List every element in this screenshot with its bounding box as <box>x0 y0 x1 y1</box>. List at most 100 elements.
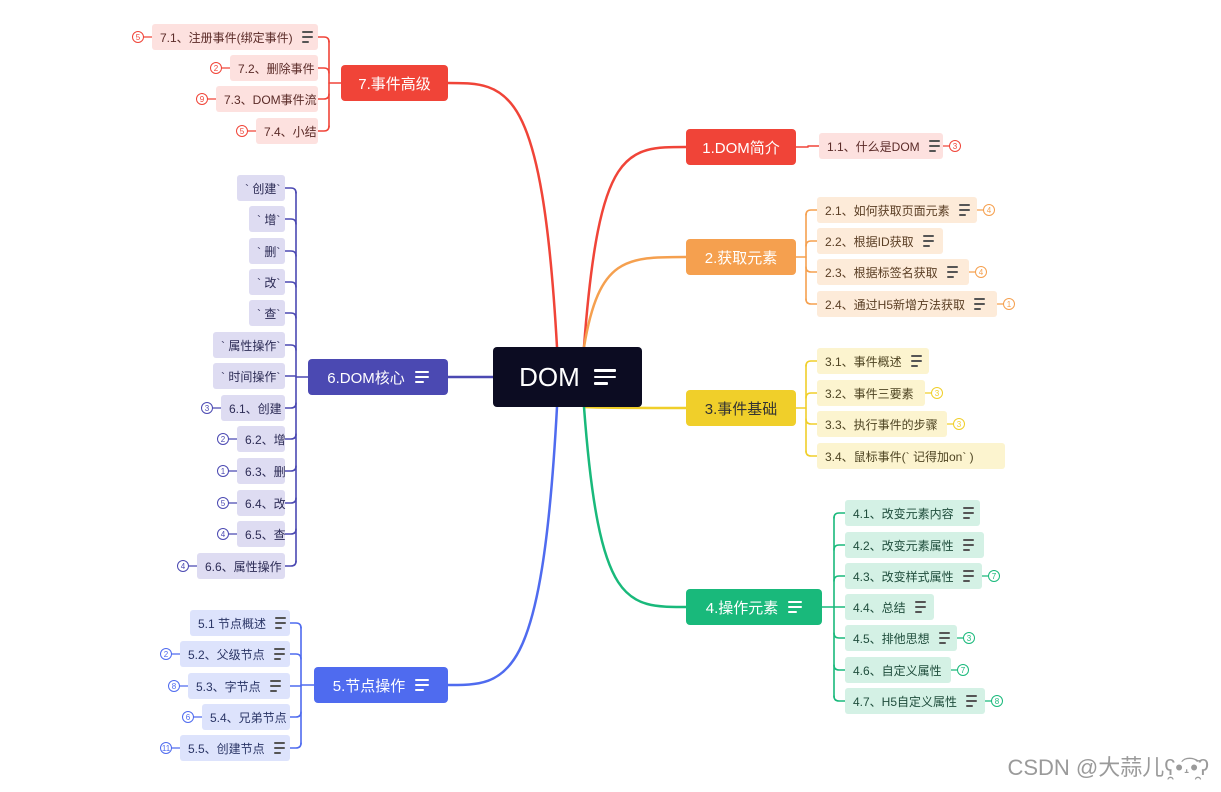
leaf-label: ` 创建` <box>245 181 281 196</box>
count-badge[interactable]: 2 <box>160 648 172 660</box>
connector-line <box>284 528 297 535</box>
count-badge[interactable]: 1 <box>217 465 229 477</box>
leaf-label: 3.4、鼠标事件(` 记得加on` ) <box>825 449 974 464</box>
branch-label: 5.节点操作 <box>332 677 406 695</box>
leaf-node[interactable]: ` 创建` <box>237 175 285 201</box>
connector-line <box>582 255 688 349</box>
count-badge[interactable]: 4 <box>217 528 229 540</box>
count-badge[interactable]: 8 <box>991 695 1003 707</box>
branch-node-b5[interactable]: 5.节点操作 <box>314 667 448 703</box>
count-badge[interactable]: 4 <box>177 560 189 572</box>
connector-line <box>805 450 818 457</box>
leaf-node[interactable]: 7.2、删除事件 <box>230 55 318 81</box>
leaf-node[interactable]: 7.1、注册事件(绑定事件) <box>152 24 318 50</box>
connector-line <box>833 632 846 639</box>
leaf-node[interactable]: 4.3、改变样式属性 <box>845 563 982 589</box>
leaf-node[interactable]: 3.3、执行事件的步骤 <box>817 411 947 437</box>
leaf-node[interactable]: 4.6、自定义属性 <box>845 657 951 683</box>
leaf-label: 2.2、根据ID获取 <box>825 234 914 249</box>
count-badge[interactable]: 8 <box>168 680 180 692</box>
leaf-node[interactable]: 5.1 节点概述 <box>190 610 290 636</box>
count-badge[interactable]: 5 <box>236 125 248 137</box>
leaf-label: ` 查` <box>257 306 281 321</box>
leaf-node[interactable]: 4.4、总结 <box>845 594 934 620</box>
leaf-node[interactable]: 6.4、改 <box>237 490 286 516</box>
leaf-node[interactable]: 1.1、什么是DOM <box>819 133 943 159</box>
leaf-node[interactable]: 2.1、如何获取页面元素 <box>817 197 977 223</box>
leaf-node[interactable]: 5.5、创建节点 <box>180 735 290 761</box>
count-badge[interactable]: 4 <box>983 204 995 216</box>
count-badge[interactable]: 2 <box>217 433 229 445</box>
count-badge[interactable]: 3 <box>953 418 965 430</box>
branch-node-b6[interactable]: 6.DOM核心 <box>308 359 448 395</box>
leaf-node[interactable]: 6.1、创建 <box>221 395 285 421</box>
leaf-node[interactable]: 4.5、排他思想 <box>845 625 957 651</box>
leaf-node[interactable]: 6.5、查 <box>237 521 286 547</box>
count-badge[interactable]: 7 <box>988 570 1000 582</box>
connector-line <box>582 145 688 349</box>
count-badge[interactable]: 6 <box>182 711 194 723</box>
connector-line <box>289 742 302 749</box>
leaf-node[interactable]: 3.1、事件概述 <box>817 348 929 374</box>
leaf-node[interactable]: 6.6、属性操作 <box>197 553 285 579</box>
leaf-label: 3.1、事件概述 <box>825 354 902 369</box>
count-badge[interactable]: 5 <box>132 31 144 43</box>
leaf-node[interactable]: 3.4、鼠标事件(` 记得加on` ) <box>817 443 1005 469</box>
leaf-node[interactable]: 6.3、删 <box>237 458 286 484</box>
leaf-node[interactable]: ` 删` <box>249 238 285 264</box>
note-icon <box>275 617 287 629</box>
leaf-label: 4.4、总结 <box>853 600 906 615</box>
note-icon <box>415 679 430 691</box>
count-badge[interactable]: 11 <box>160 742 172 754</box>
connector-line <box>284 497 297 504</box>
watermark: CSDN @大蒜儿ʕ̯•͡˔•̯᷅ʔ <box>1007 755 1209 780</box>
count-badge[interactable]: 7 <box>957 664 969 676</box>
leaf-node[interactable]: 2.3、根据标签名获取 <box>817 259 969 285</box>
leaf-node[interactable]: ` 查` <box>249 300 285 326</box>
leaf-node[interactable]: ` 属性操作` <box>213 332 285 358</box>
branch-node-b7[interactable]: 7.事件高级 <box>341 65 448 101</box>
leaf-node[interactable]: ` 增` <box>249 206 285 232</box>
count-badge[interactable]: 3 <box>201 402 213 414</box>
count-badge[interactable]: 5 <box>217 497 229 509</box>
leaf-label: 3.3、执行事件的步骤 <box>825 417 938 432</box>
note-icon <box>946 266 958 278</box>
leaf-node[interactable]: ` 时间操作` <box>213 363 285 389</box>
count-badge[interactable]: 3 <box>949 140 961 152</box>
leaf-node[interactable]: ` 改` <box>249 269 285 295</box>
leaf-node[interactable]: 5.3、字节点 <box>188 673 290 699</box>
leaf-node[interactable]: 4.1、改变元素内容 <box>845 500 980 526</box>
leaf-node[interactable]: 2.4、通过H5新增方法获取 <box>817 291 997 317</box>
leaf-node[interactable]: 4.2、改变元素属性 <box>845 532 984 558</box>
root-node[interactable]: DOM <box>493 347 642 407</box>
connector-line <box>582 405 688 410</box>
leaf-node[interactable]: 3.2、事件三要素 <box>817 380 925 406</box>
leaf-label: 4.3、改变样式属性 <box>853 569 954 584</box>
leaf-label: 4.6、自定义属性 <box>853 663 942 678</box>
leaf-label: 1.1、什么是DOM <box>827 139 920 154</box>
leaf-node[interactable]: 2.2、根据ID获取 <box>817 228 943 254</box>
leaf-label: 5.2、父级节点 <box>188 647 265 662</box>
leaf-node[interactable]: 4.7、H5自定义属性 <box>845 688 985 714</box>
leaf-node[interactable]: 6.2、增 <box>237 426 286 452</box>
count-badge[interactable]: 4 <box>975 266 987 278</box>
leaf-node[interactable]: 5.4、兄弟节点 <box>202 704 290 730</box>
leaf-label: 5.4、兄弟节点 <box>210 710 287 725</box>
count-badge[interactable]: 3 <box>963 632 975 644</box>
count-badge[interactable]: 9 <box>196 93 208 105</box>
branch-label: 7.事件高级 <box>358 75 431 93</box>
leaf-node[interactable]: 7.4、小结 <box>256 118 318 144</box>
leaf-node[interactable]: 5.2、父级节点 <box>180 641 290 667</box>
count-badge[interactable]: 3 <box>931 387 943 399</box>
branch-node-b2[interactable]: 2.获取元素 <box>686 239 796 275</box>
connector-line <box>317 93 330 100</box>
branch-node-b1[interactable]: 1.DOM简介 <box>686 129 796 165</box>
connector-line <box>284 218 297 225</box>
branch-node-b3[interactable]: 3.事件基础 <box>686 390 796 426</box>
leaf-label: 7.4、小结 <box>264 124 317 139</box>
count-badge[interactable]: 2 <box>210 62 222 74</box>
branch-node-b4[interactable]: 4.操作元素 <box>686 589 822 625</box>
leaf-node[interactable]: 7.3、DOM事件流 <box>216 86 318 112</box>
count-badge[interactable]: 1 <box>1003 298 1015 310</box>
